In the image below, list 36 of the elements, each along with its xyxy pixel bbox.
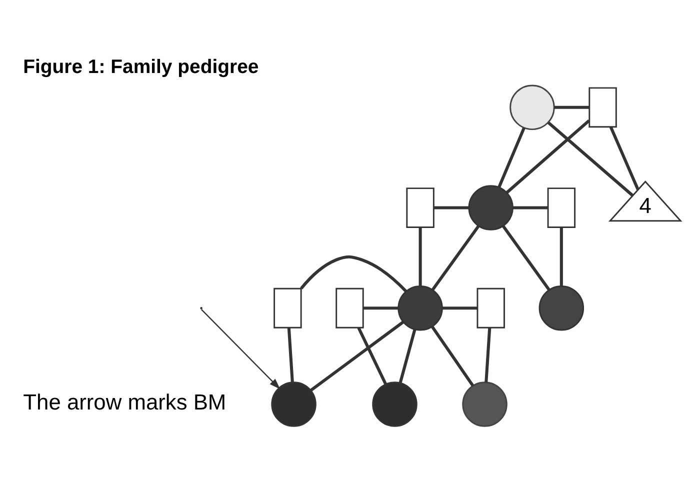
node-box xyxy=(547,187,576,228)
node-circle xyxy=(271,381,316,426)
node-circle xyxy=(462,381,508,426)
connector xyxy=(442,306,478,310)
connector xyxy=(398,328,416,383)
node-box xyxy=(406,187,434,228)
node-box xyxy=(336,287,364,328)
connector xyxy=(287,327,294,382)
connector xyxy=(357,326,388,384)
node-box xyxy=(588,86,617,128)
connector xyxy=(364,306,398,310)
connector xyxy=(547,120,634,196)
node-box xyxy=(476,287,505,328)
connector xyxy=(609,126,640,190)
label: The arrow marks BM xyxy=(23,389,226,414)
connector xyxy=(506,118,590,194)
arrow xyxy=(200,308,280,389)
diagram-title: Figure 1: Family pedigree xyxy=(23,56,259,78)
connector xyxy=(310,320,404,391)
connector xyxy=(554,105,590,108)
connector xyxy=(498,126,526,188)
node-circle xyxy=(538,285,584,330)
connector xyxy=(434,206,469,209)
connector xyxy=(502,224,550,290)
connector xyxy=(431,326,474,386)
connector xyxy=(418,226,422,286)
connector xyxy=(512,206,548,209)
node-circle xyxy=(510,84,555,130)
node-circle xyxy=(398,285,443,330)
node-circle xyxy=(372,381,418,426)
connector xyxy=(431,224,480,290)
connector xyxy=(484,327,492,382)
node-box xyxy=(274,287,302,328)
node-circle xyxy=(468,184,514,230)
connector xyxy=(560,226,563,286)
connector xyxy=(300,254,408,292)
